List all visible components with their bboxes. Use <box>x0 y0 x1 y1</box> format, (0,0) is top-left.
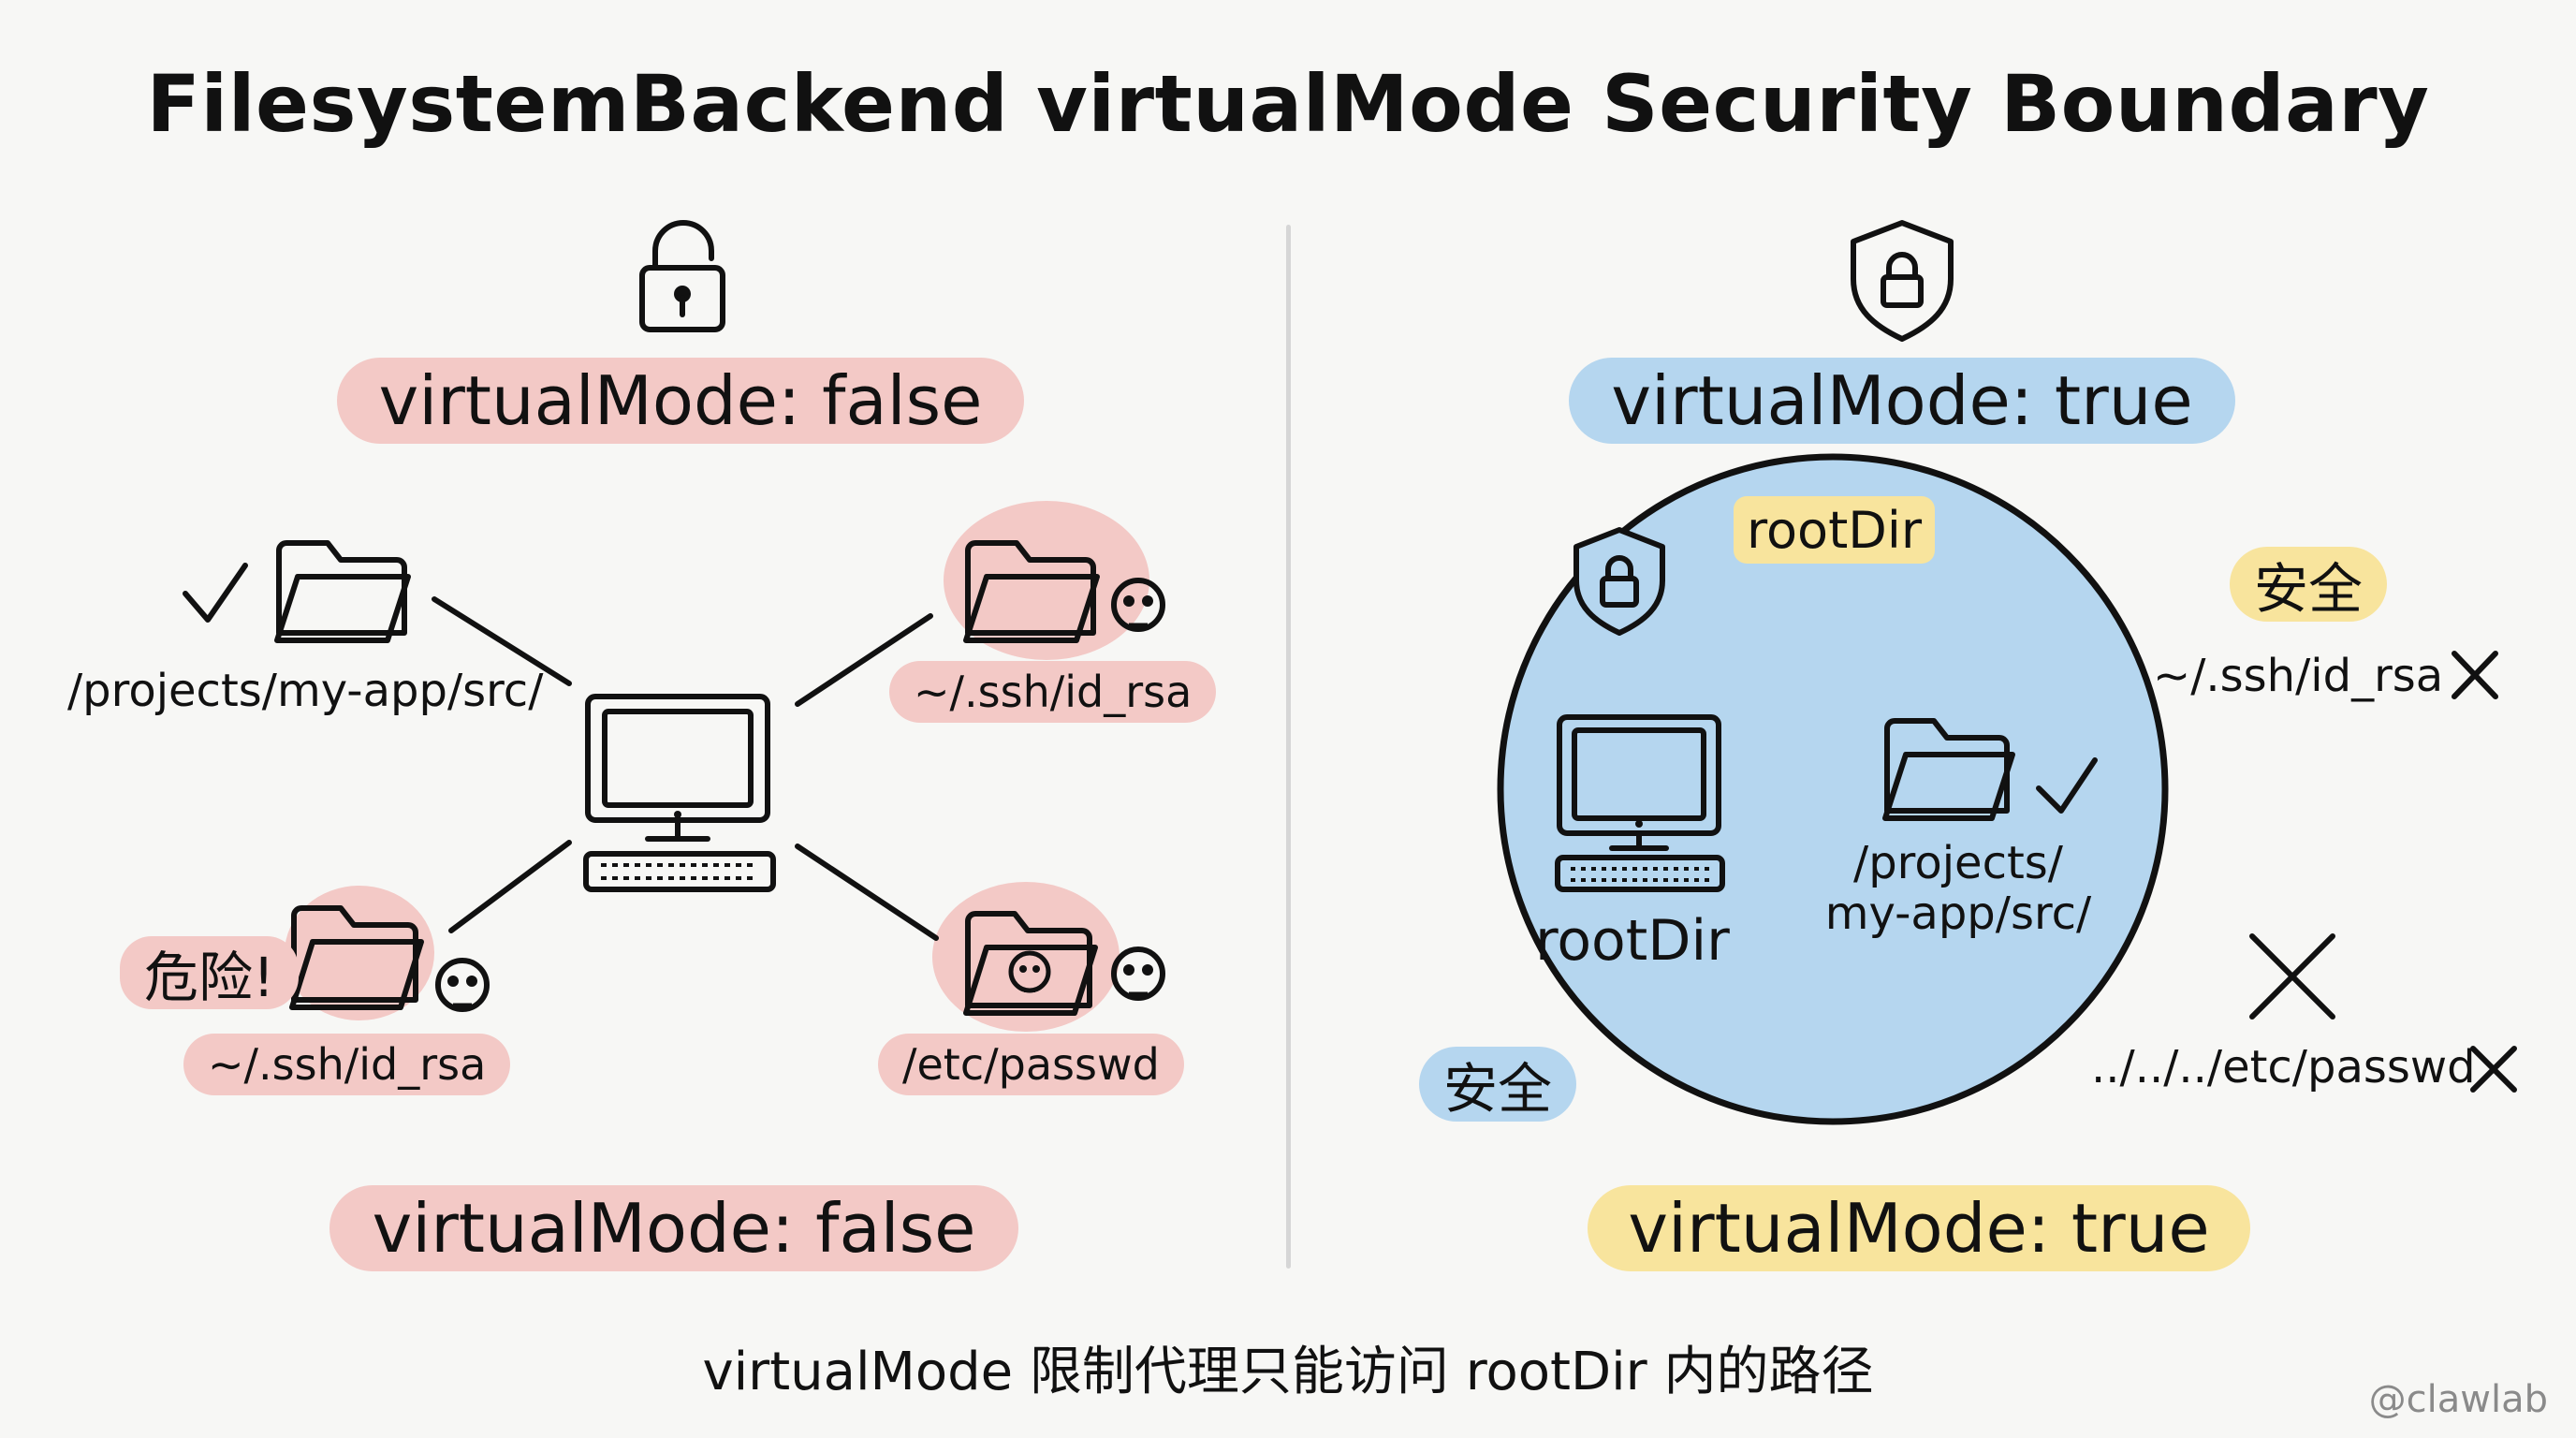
ssh-key-label-bottom: ~/.ssh/id_rsa <box>183 1034 511 1095</box>
folder-icon <box>274 540 411 643</box>
mode-label-true-bottom: virtualMode: true <box>1588 1185 2250 1271</box>
folder-icon <box>1882 718 2015 821</box>
danger-blob-ssh-bottom <box>285 886 434 1020</box>
panel-divider <box>1286 225 1291 1269</box>
danger-blob-passwd <box>932 882 1120 1032</box>
skull-icon <box>435 958 490 1012</box>
mode-label-true-top: virtualMode: true <box>1569 358 2235 444</box>
cross-icon <box>2470 1046 2517 1093</box>
inside-path-line2: my-app/src/ <box>1824 888 2092 940</box>
mode-label-false-bottom: virtualMode: false <box>329 1185 1018 1271</box>
unlock-icon <box>639 220 725 332</box>
rootdir-tag: rootDir <box>1734 496 1936 564</box>
danger-blob-ssh-top <box>944 501 1149 660</box>
blocked-ssh-path: ~/.ssh/id_rsa <box>2153 650 2444 702</box>
check-icon <box>183 563 248 623</box>
page-title: FilesystemBackend virtualMode Security B… <box>146 58 2430 150</box>
safe-path-label: /projects/my-app/src/ <box>67 665 544 717</box>
cross-icon <box>2452 651 2498 699</box>
passwd-label: /etc/passwd <box>878 1034 1184 1095</box>
ssh-key-label-top: ~/.ssh/id_rsa <box>889 661 1217 723</box>
computer-icon <box>1555 714 1725 892</box>
mode-label-false-top: virtualMode: false <box>337 358 1024 444</box>
safe-badge-bottom: 安全 <box>1419 1047 1577 1122</box>
rootdir-label: rootDir <box>1535 908 1730 974</box>
blocked-passwd-path: ../../../etc/passwd <box>2091 1041 2476 1093</box>
danger-label: 危险! <box>120 936 300 1009</box>
cross-icon <box>2249 933 2335 1020</box>
skull-icon <box>1111 946 1165 1001</box>
folder-icon <box>289 905 424 1010</box>
computer-icon <box>583 694 776 892</box>
link-safe-path <box>432 596 572 686</box>
folder-icon <box>963 911 1098 1016</box>
skull-icon <box>1111 578 1165 632</box>
safe-badge-top: 安全 <box>2230 547 2388 622</box>
shield-lock-icon <box>1573 527 1665 636</box>
link-ssh-bottom <box>448 840 572 933</box>
caption: virtualMode 限制代理只能访问 rootDir 内的路径 <box>702 1342 1874 1402</box>
inside-path-line1: /projects/ <box>1853 837 2063 889</box>
folder-icon <box>963 540 1100 643</box>
rootdir-boundary <box>1497 453 2169 1125</box>
link-ssh-top <box>795 613 933 707</box>
watermark: @clawlab <box>2368 1378 2548 1421</box>
link-passwd <box>795 844 939 941</box>
shield-lock-icon <box>1851 220 1954 342</box>
check-icon <box>2036 757 2098 814</box>
